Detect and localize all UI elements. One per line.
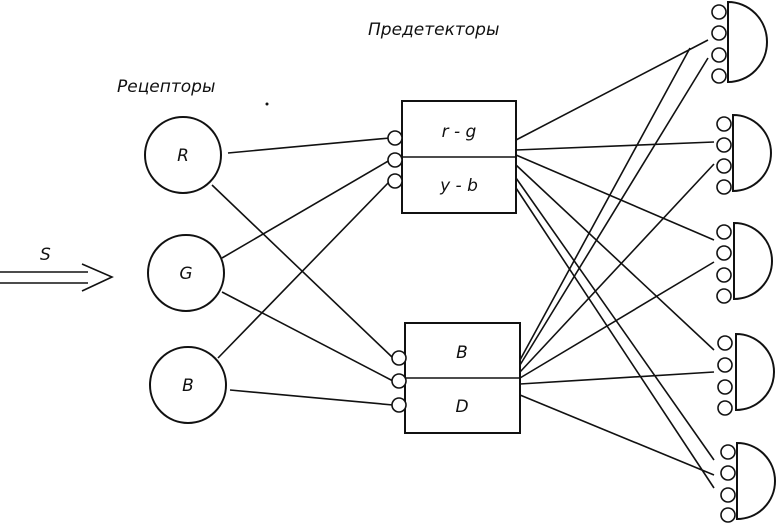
stimulus-arrow: [0, 263, 114, 292]
receptor-b-label: B: [182, 376, 194, 396]
predetector-yb-label: y - b: [439, 176, 478, 196]
receptor-b: B: [149, 346, 227, 424]
detector-2: [716, 113, 772, 195]
link-b-to-yb: [217, 180, 391, 359]
link-g-to-rg: [221, 159, 391, 259]
predetector-top: r - g y - b: [387, 100, 517, 214]
stray-dot: [265, 102, 269, 106]
detector-3: [716, 221, 773, 304]
predetector-rg-label: r - g: [442, 122, 477, 142]
detector-4: [717, 332, 775, 416]
detector-5: [720, 441, 776, 523]
receptor-g: G: [147, 234, 225, 312]
receptor-connections: [211, 137, 394, 406]
detector-1: [711, 0, 768, 84]
predetector-d-label: D: [455, 397, 468, 417]
link-r-to-rg: [227, 137, 391, 154]
predetector-bottom: B D: [391, 322, 521, 434]
receptor-r-label: R: [177, 146, 189, 166]
link-g-to-d: [221, 291, 394, 382]
receptor-g-label: G: [179, 264, 192, 284]
predetector-connections: [515, 39, 715, 489]
stimulus-label: S: [40, 245, 51, 265]
receptors-title: Рецепторы: [117, 77, 215, 97]
predetector-b-label: B: [456, 343, 468, 363]
receptor-r: R: [144, 116, 222, 194]
predetectors-title: Предетекторы: [368, 20, 499, 40]
link-b-to-d: [229, 389, 394, 406]
